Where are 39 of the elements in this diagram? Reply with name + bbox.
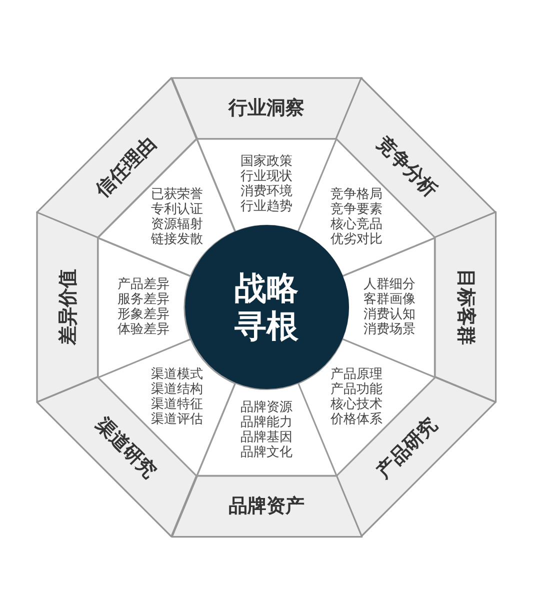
outer-band <box>170 474 363 538</box>
topic-item: 消费环境 <box>240 184 293 200</box>
topic-item: 资源辐射 <box>150 217 203 232</box>
topic-item: 消费场景 <box>364 322 416 338</box>
topic-item: 人群细分 <box>364 277 416 292</box>
topic-item: 国家政策 <box>240 154 293 170</box>
topic-item: 优劣对比 <box>330 232 382 248</box>
topic-item: 行业现状 <box>240 169 293 184</box>
topic-item: 客群画像 <box>364 292 416 308</box>
topic-item: 产品原理 <box>330 367 382 382</box>
topic-item: 行业趋势 <box>240 199 293 214</box>
topic-item: 核心竞品 <box>330 217 382 232</box>
band-title: 行业洞察 <box>228 97 305 120</box>
topic-item: 渠道评估 <box>150 412 203 428</box>
topic-item: 形象差异 <box>118 307 170 322</box>
topic-item: 已获荣誉 <box>150 187 203 202</box>
band-title: 品牌资产 <box>228 495 305 518</box>
topic-item: 品牌能力 <box>240 415 293 430</box>
topic-item: 消费认知 <box>364 307 416 322</box>
topic-item: 核心技术 <box>330 397 382 412</box>
topic-item: 渠道结构 <box>150 382 203 398</box>
band-title: 目标客群 <box>454 269 477 346</box>
topic-item: 产品差异 <box>118 277 170 292</box>
topic-item: 竞争格局 <box>330 187 382 202</box>
topic-item: 产品功能 <box>330 382 382 398</box>
topic-item: 品牌基因 <box>240 430 293 446</box>
center-title: 战略寻根 <box>234 269 300 346</box>
topic-item: 服务差异 <box>118 292 170 308</box>
topic-item: 渠道模式 <box>150 367 203 382</box>
topic-item: 竞争要素 <box>330 202 382 218</box>
topic-item: 价格体系 <box>330 412 382 428</box>
topic-item: 渠道特征 <box>150 397 203 412</box>
topic-item: 品牌资源 <box>240 400 293 416</box>
topic-item: 专利认证 <box>150 202 203 218</box>
topic-item: 体验差异 <box>118 322 170 338</box>
band-title: 差异价值 <box>56 269 79 346</box>
topic-item: 品牌文化 <box>240 445 293 460</box>
topic-item: 链接发散 <box>150 232 203 248</box>
inner-sector <box>97 138 236 277</box>
